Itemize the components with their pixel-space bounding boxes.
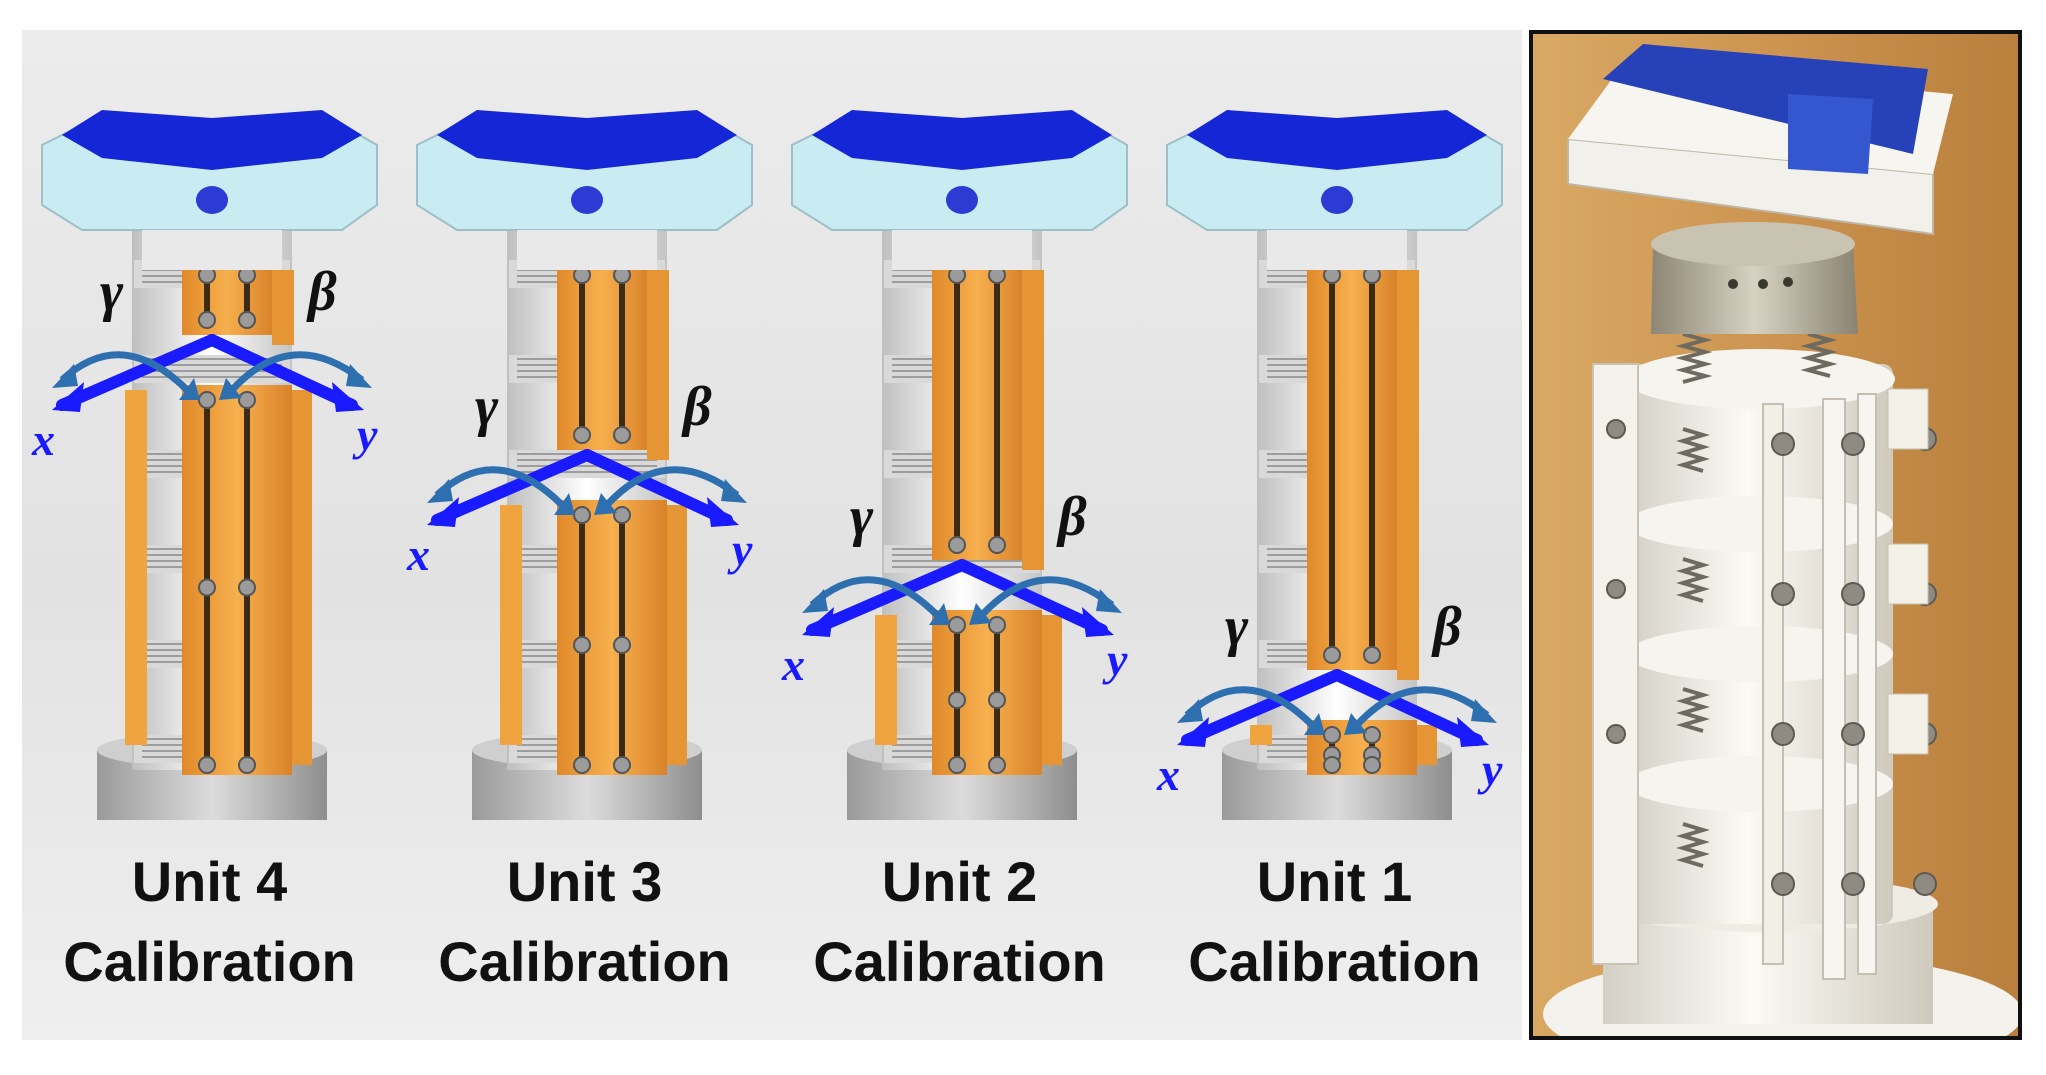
robot-photo-illustration: [1533, 34, 2018, 1036]
y-axis-label: y: [1477, 744, 1503, 795]
unit-4-caption: Unit 4 Calibration: [22, 842, 397, 1002]
upper-frame: [932, 260, 1022, 560]
beta-label: β: [306, 261, 337, 323]
photo-top: [1567, 44, 1953, 384]
beta-rotation-arrow: [604, 466, 740, 508]
x-axis-label: x: [1156, 749, 1180, 800]
beta-rotation-arrow: [1354, 686, 1490, 728]
robot-render: γ β x y: [1156, 110, 1503, 820]
y-axis-arrow: [581, 449, 733, 526]
gamma-label: γ: [850, 486, 874, 548]
axis-frame: [1177, 669, 1497, 747]
gamma-label: γ: [100, 261, 124, 323]
robot-photo: [1529, 30, 2022, 1040]
unit-1-panel: γ β x y: [1147, 30, 1522, 820]
x-axis-arrow: [431, 449, 593, 526]
imu-led: [196, 186, 228, 214]
x-axis-label: x: [781, 639, 805, 690]
gamma-rotation-arrow: [1184, 686, 1315, 728]
caption-calibration: Calibration: [63, 930, 356, 993]
x-axis-arrow: [56, 334, 218, 411]
unit-2-panel: γ β x y: [772, 30, 1147, 820]
y-axis-label: y: [352, 409, 378, 460]
beta-rotation-arrow: [979, 576, 1115, 618]
x-axis-label: x: [31, 414, 55, 465]
x-axis-arrow: [806, 559, 968, 636]
caption-unit: Unit 1: [1256, 850, 1413, 913]
unit-3-caption: Unit 3 Calibration: [397, 842, 772, 1002]
gamma-label: γ: [475, 376, 499, 438]
unit-3-panel: γ β x y: [397, 30, 772, 820]
imu-top: [1187, 110, 1487, 170]
imu-top: [62, 110, 362, 170]
lower-frame: [557, 500, 667, 775]
unit-4-panel: γ β x y: [22, 30, 397, 820]
gamma-rotation-arrow: [809, 576, 940, 618]
beta-label: β: [681, 376, 712, 438]
upper-frame: [182, 260, 272, 335]
upper-frame: [557, 260, 647, 450]
y-axis-arrow: [956, 559, 1108, 636]
x-axis-arrow: [1181, 669, 1343, 746]
y-axis-label: y: [1102, 634, 1128, 685]
caption-unit: Unit 4: [131, 850, 288, 913]
axis-frame: [427, 449, 747, 527]
y-axis-arrow: [1331, 669, 1483, 746]
y-axis-label: y: [727, 524, 753, 575]
imu-led: [946, 186, 978, 214]
caption-calibration: Calibration: [1188, 930, 1481, 993]
gamma-rotation-arrow: [59, 351, 190, 393]
axis-frame: [802, 559, 1122, 637]
upper-frame: [1307, 260, 1397, 670]
robot-render: γ β x y: [781, 110, 1128, 820]
beta-label: β: [1431, 596, 1462, 658]
robot-render: γ β x y: [406, 110, 753, 820]
imu-led: [1321, 186, 1353, 214]
axis-frame: [52, 334, 372, 412]
gamma-label: γ: [1225, 596, 1249, 658]
lower-frame: [932, 610, 1042, 775]
imu-led: [571, 186, 603, 214]
imu-top: [812, 110, 1112, 170]
caption-unit: Unit 3: [506, 850, 663, 913]
unit-1-caption: Unit 1 Calibration: [1147, 842, 1522, 1002]
y-axis-arrow: [206, 334, 358, 411]
x-axis-label: x: [406, 529, 430, 580]
caption-calibration: Calibration: [438, 930, 731, 993]
caption-unit: Unit 2: [881, 850, 1038, 913]
photo-body: [1592, 349, 1937, 980]
beta-rotation-arrow: [229, 351, 365, 393]
caption-calibration: Calibration: [813, 930, 1106, 993]
beta-label: β: [1056, 486, 1087, 548]
lower-frame: [182, 385, 292, 775]
unit-2-caption: Unit 2 Calibration: [772, 842, 1147, 1002]
gamma-rotation-arrow: [434, 466, 565, 508]
robot-render: γ β x y: [31, 110, 378, 820]
imu-top: [437, 110, 737, 170]
